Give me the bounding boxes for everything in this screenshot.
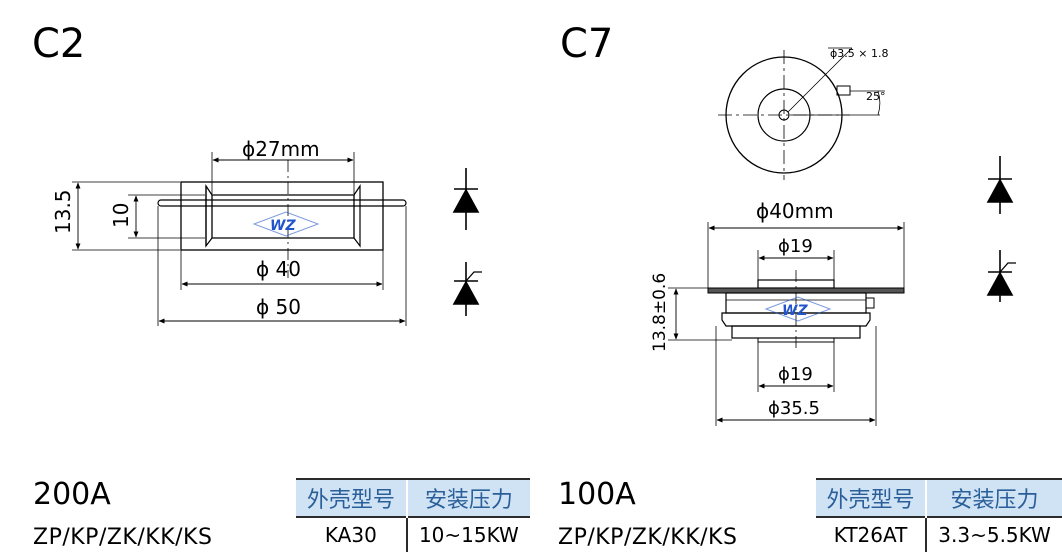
c7-dim-hole: ϕ3.5 × 1.8 (830, 47, 888, 60)
watermark-text: WZ (782, 303, 808, 319)
c2-rating: 200A (33, 477, 111, 512)
c2-package-drawing (72, 152, 407, 326)
c7-rating: 100A (558, 477, 636, 512)
c2-diode-symbol (452, 168, 480, 230)
c2-cell-case-type: KA30 (296, 516, 407, 552)
c7-dim-bottom-pole: ϕ19 (778, 364, 813, 385)
c2-dim-height-inner: 10 (109, 203, 133, 228)
c7-diode-symbol (986, 156, 1014, 214)
c2-dim-outer-diameter: ϕ 50 (256, 295, 301, 319)
c7-dim-angle: 25° (866, 90, 886, 103)
c2-dim-mid-diameter: ϕ 40 (256, 257, 301, 281)
c2-spec-table: 外壳型号 安装压力 KA30 10~15KW (296, 478, 530, 552)
c7-dim-outer-diameter: ϕ40mm (756, 199, 834, 223)
c2-models: ZP/KP/ZK/KK/KS (33, 525, 213, 550)
c2-package-title: C2 (32, 21, 86, 67)
c2-dim-height-outer: 13.5 (51, 189, 75, 234)
watermark-text: WZ (270, 218, 296, 234)
c2-cell-mounting-pressure: 10~15KW (405, 516, 530, 552)
c7-top-view (718, 47, 885, 180)
c7-header-case-type: 外壳型号 (816, 478, 927, 517)
watermark-logo-c2: WZ (252, 211, 320, 237)
c7-cell-mounting-pressure: 3.3~5.5KW (925, 516, 1062, 552)
watermark-logo-c7: WZ (764, 296, 832, 322)
c7-models: ZP/KP/ZK/KK/KS (558, 525, 738, 550)
c7-dim-base-diameter: ϕ35.5 (768, 398, 820, 419)
c2-header-case-type: 外壳型号 (296, 478, 407, 517)
c7-spec-table: 外壳型号 安装压力 KT26AT 3.3~5.5KW (816, 478, 1062, 552)
c7-cell-case-type: KT26AT (816, 516, 927, 552)
c7-thyristor-symbol (986, 250, 1016, 302)
c2-header-mounting-pressure: 安装压力 (405, 478, 530, 517)
c7-header-mounting-pressure: 安装压力 (925, 478, 1062, 517)
c2-dim-inner-diameter: ϕ27mm (242, 137, 320, 161)
c7-package-title: C7 (560, 21, 614, 67)
c2-thyristor-symbol (452, 262, 482, 316)
c7-side-view (668, 222, 905, 426)
c7-dim-top-pole: ϕ19 (778, 236, 813, 257)
c7-dim-height: 13.8±0.6 (650, 273, 670, 352)
